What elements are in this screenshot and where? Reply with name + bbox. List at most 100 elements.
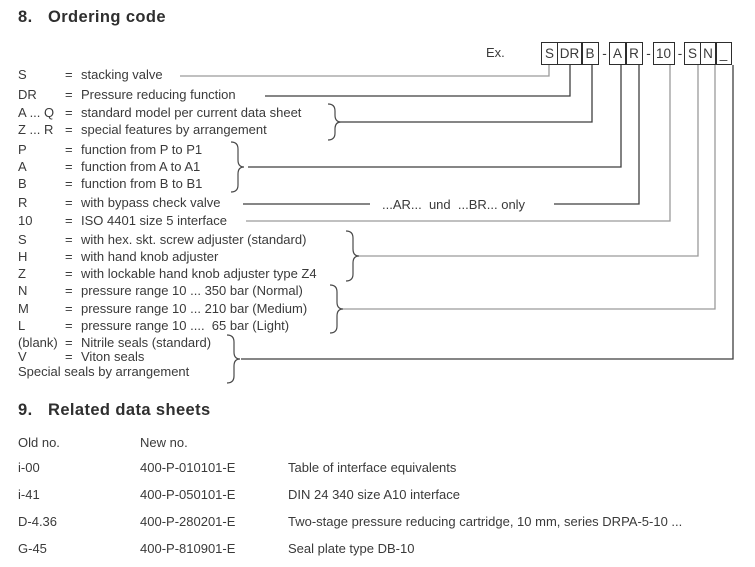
table-header-row: Old no.New no. <box>18 436 288 450</box>
equals-sign: = <box>65 142 73 157</box>
equals-sign: = <box>65 335 73 350</box>
code-value: Z ... R <box>18 122 54 137</box>
ordering-code-example: S DR B - A R - 10 - S N _ <box>541 42 732 65</box>
ordering-row: Z ... R=special features by arrangement <box>18 123 267 137</box>
ordering-row: B = function from B to B1 <box>18 177 202 191</box>
leader-line-pressure-reducing <box>265 65 571 97</box>
new-no-cell: 400-P-010101-E <box>140 460 236 475</box>
brace-model-letters <box>327 103 342 141</box>
code-description: ISO 4401 size 5 interface <box>81 213 227 228</box>
section8-title: Ordering code <box>48 8 166 26</box>
section9-title: Related data sheets <box>48 401 211 419</box>
bypass-annotation: ...AR... und ...BR... only <box>382 197 526 212</box>
code-box-s1: S <box>541 42 558 65</box>
table-row: D-4.36 400-P-280201-E Two-stage pressure r… <box>18 515 682 529</box>
description-cell: Table of interface equivalents <box>288 460 457 475</box>
code-description: pressure range 10 ... 350 bar (Normal) <box>81 283 303 298</box>
leader-line-stacking-valve <box>180 65 550 77</box>
equals-sign: = <box>65 249 73 264</box>
code-value: S <box>18 67 27 82</box>
table-row: i-00 400-P-010101-E Table of interface equ… <box>18 461 456 475</box>
section8-number: 8. <box>18 8 33 26</box>
brace-function <box>230 141 245 193</box>
ordering-row: DR=Pressure reducing function <box>18 88 236 102</box>
equals-sign: = <box>65 301 73 316</box>
code-separator: - <box>677 46 683 61</box>
code-description: Pressure reducing function <box>81 87 236 102</box>
ordering-row: V = Viton seals <box>18 350 144 364</box>
leader-line-model-letters <box>341 65 593 123</box>
code-box-dr: DR <box>556 42 583 65</box>
equals-sign: = <box>65 159 73 174</box>
new-no-cell: 400-P-280201-E <box>140 514 236 529</box>
code-box-b: B <box>581 42 599 65</box>
ordering-row: L=pressure range 10 .... 65 bar (Light) <box>18 319 289 333</box>
equals-sign: = <box>65 283 73 298</box>
code-separator: - <box>602 46 607 61</box>
code-value: S <box>18 232 27 247</box>
description-cell: Two-stage pressure reducing cartridge, 1… <box>288 514 683 529</box>
ordering-row: R=with bypass check valve <box>18 196 220 210</box>
equals-sign: = <box>65 232 73 247</box>
equals-sign: = <box>65 176 73 191</box>
ordering-row: 10=ISO 4401 size 5 interface <box>18 214 227 228</box>
code-value: A <box>18 159 27 174</box>
table-row: i-41 400-P-050101-E DIN 24 340 size A10 in… <box>18 488 460 502</box>
code-description: standard model per current data sheet <box>81 105 302 120</box>
equals-sign: = <box>65 318 73 333</box>
ordering-row: S = stacking valve <box>18 68 163 82</box>
old-no-cell: D-4.36 <box>18 514 58 529</box>
code-description: Viton seals <box>81 349 145 364</box>
old-no-cell: i-41 <box>18 487 40 502</box>
equals-sign: = <box>65 122 73 137</box>
code-description: with lockable hand knob adjuster type Z4 <box>81 266 317 281</box>
ordering-row: M=pressure range 10 ... 210 bar (Medium) <box>18 302 307 316</box>
section9-number: 9. <box>18 401 33 419</box>
section9-heading: 9. Related data sheets <box>18 401 211 420</box>
code-description: function from P to P1 <box>81 142 203 157</box>
description-cell: DIN 24 340 size A10 interface <box>288 487 460 502</box>
code-value: Z <box>18 266 26 281</box>
code-value: B <box>18 176 27 191</box>
code-value: N <box>18 283 28 298</box>
section8-heading: 8. Ordering code <box>18 8 166 27</box>
code-value: V <box>18 349 27 364</box>
code-box-r: R <box>625 42 643 65</box>
ordering-row: H = with hand knob adjuster <box>18 250 218 264</box>
ordering-row: Z=with lockable hand knob adjuster type … <box>18 267 317 281</box>
code-description: stacking valve <box>81 67 163 82</box>
ordering-row: (blank)=Nitrile seals (standard) <box>18 336 211 350</box>
example-label: Ex. <box>486 45 505 60</box>
code-box-a: A <box>608 42 627 65</box>
code-description: with hex. skt. screw adjuster (standard) <box>81 232 307 247</box>
brace-seals <box>226 334 241 384</box>
code-description: with hand knob adjuster <box>81 249 219 264</box>
code-value: A ... Q <box>18 105 55 120</box>
old-no-cell: i-00 <box>18 460 40 475</box>
equals-sign: = <box>65 67 73 82</box>
code-value: H <box>18 249 28 264</box>
code-description: function from A to A1 <box>81 159 201 174</box>
leader-line-bypass-right <box>554 65 640 205</box>
ordering-row: S = with hex. skt. screw adjuster (standar… <box>18 233 306 247</box>
ordering-row: A ... Q = standard model per current data … <box>18 106 301 120</box>
ordering-row: N = pressure range 10 ... 350 bar (Normal) <box>18 284 303 298</box>
code-value: P <box>18 142 27 157</box>
equals-sign: = <box>65 105 73 120</box>
new-no-cell: 400-P-050101-E <box>140 487 236 502</box>
description-cell: Seal plate type DB-10 <box>288 541 415 556</box>
ordering-row: P = function from P to P1 <box>18 143 202 157</box>
equals-sign: = <box>65 195 73 210</box>
code-separator: - <box>646 46 651 61</box>
code-box-blank: _ <box>715 42 732 65</box>
ordering-row-special-seals: Special seals by arrangement <box>18 365 189 379</box>
equals-sign: = <box>65 349 73 364</box>
leader-line-function <box>248 65 622 168</box>
code-value: L <box>18 318 26 333</box>
code-description: with bypass check valve <box>81 195 221 210</box>
brace-pressure-range <box>329 284 344 334</box>
code-description: function from B to B1 <box>81 176 203 191</box>
leader-line-seals <box>241 65 734 360</box>
